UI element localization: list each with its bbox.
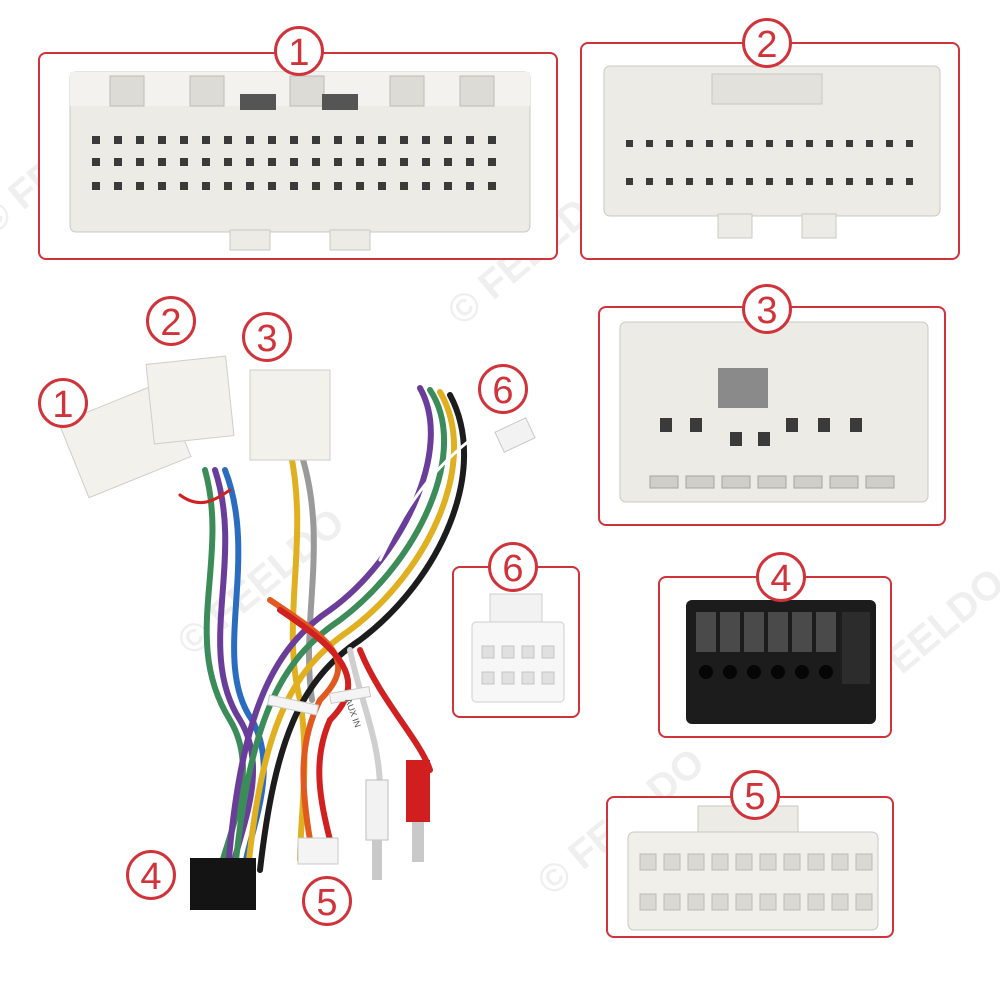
connector-2-image — [603, 65, 941, 239]
connector-3-image — [619, 321, 929, 503]
connector-3-panel — [598, 306, 946, 526]
harness-label-2: 2 — [146, 296, 196, 346]
connector-4-panel — [658, 576, 892, 738]
connector-6-panel — [452, 566, 580, 718]
connector-1-panel — [38, 52, 558, 260]
harness-label-5: 5 — [302, 876, 352, 926]
harness-label-3: 3 — [242, 312, 292, 362]
connector-5-panel — [606, 796, 894, 938]
harness-label-1: 1 — [38, 378, 88, 428]
connector-1-badge: 1 — [274, 26, 324, 76]
connector-1-image — [69, 71, 531, 251]
connector-5-image — [627, 805, 879, 931]
connector-4-badge: 4 — [756, 552, 806, 602]
connector-4-image — [686, 600, 876, 724]
harness-label-6: 6 — [478, 364, 528, 414]
wiring-harness-image — [58, 355, 536, 910]
connector-5-badge: 5 — [730, 770, 780, 820]
connector-6-image — [471, 593, 565, 703]
connector-6-badge: 6 — [488, 542, 538, 592]
connector-3-badge: 3 — [742, 284, 792, 334]
harness-label-4: 4 — [126, 850, 176, 900]
connector-2-panel — [580, 42, 960, 260]
connector-2-badge: 2 — [742, 18, 792, 68]
